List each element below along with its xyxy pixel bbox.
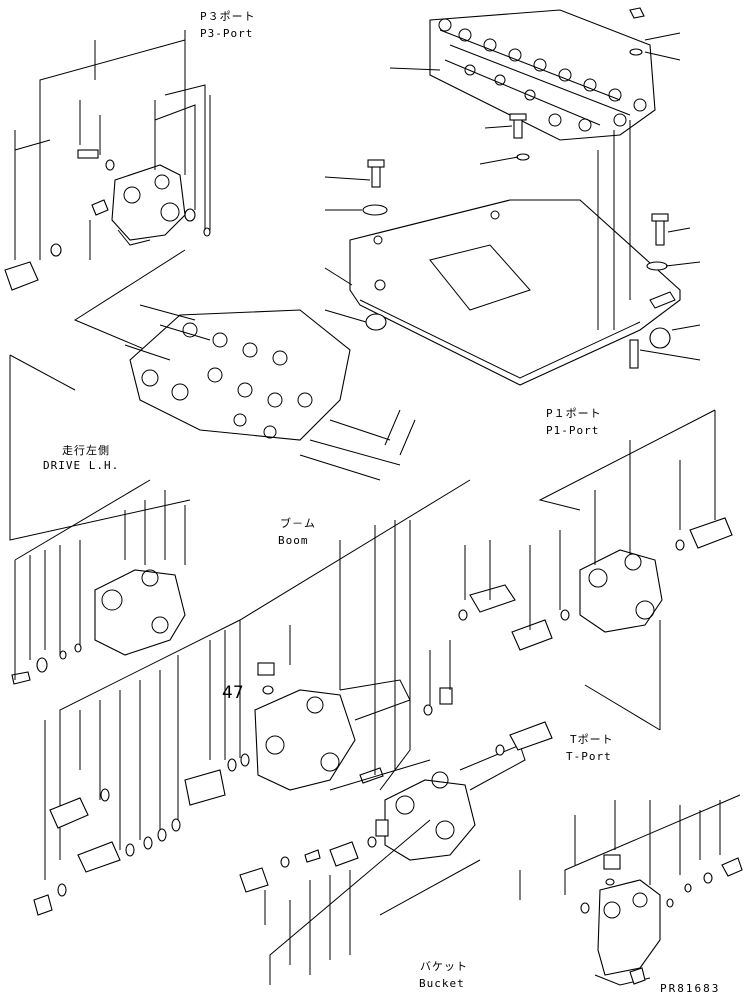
leader-lines-top-right <box>324 32 701 361</box>
leader-lines-center <box>9 354 416 541</box>
p1-port-label-en: P1-Port <box>546 424 600 437</box>
bucket-label-en: Bucket <box>419 977 465 990</box>
drive-lh-section <box>11 569 186 685</box>
multi-section-valve <box>124 304 401 481</box>
p3-port-label-jp: P３ポート <box>200 10 256 23</box>
p1-port-label-jp: P１ポート <box>546 407 602 420</box>
bracket-fasteners <box>362 7 671 369</box>
main-control-valve-assembly <box>429 9 656 141</box>
t-port-cover <box>580 854 743 986</box>
boom-label-en: Boom <box>278 534 309 547</box>
boom-loose-parts <box>33 788 181 916</box>
t-port-label-jp: Tポート <box>570 733 614 746</box>
drive-lh-label-en: DRIVE L.H. <box>43 459 120 472</box>
leader-lines-bucket <box>264 819 521 985</box>
boom-label-jp: ブ－ム <box>280 517 316 530</box>
bucket-label-jp: バケット <box>420 960 468 973</box>
leader-lines-p1 <box>529 409 716 731</box>
drawing-id: PR81683 <box>660 982 721 995</box>
boom-section <box>184 584 516 806</box>
p3-port-label-en: P3-Port <box>200 27 254 40</box>
reference-number-47: 47 <box>222 683 244 703</box>
drive-lh-label-jp: 走行左側 <box>62 444 110 457</box>
leader-lines-drive <box>14 479 186 680</box>
p1-port-cover <box>511 517 733 651</box>
leader-lines-boom <box>44 479 491 880</box>
leader-lines-t-port <box>564 794 741 895</box>
t-port-label-en: T-Port <box>566 750 612 763</box>
leader-lines-p3 <box>14 30 211 361</box>
p3-port-cover <box>4 149 211 291</box>
